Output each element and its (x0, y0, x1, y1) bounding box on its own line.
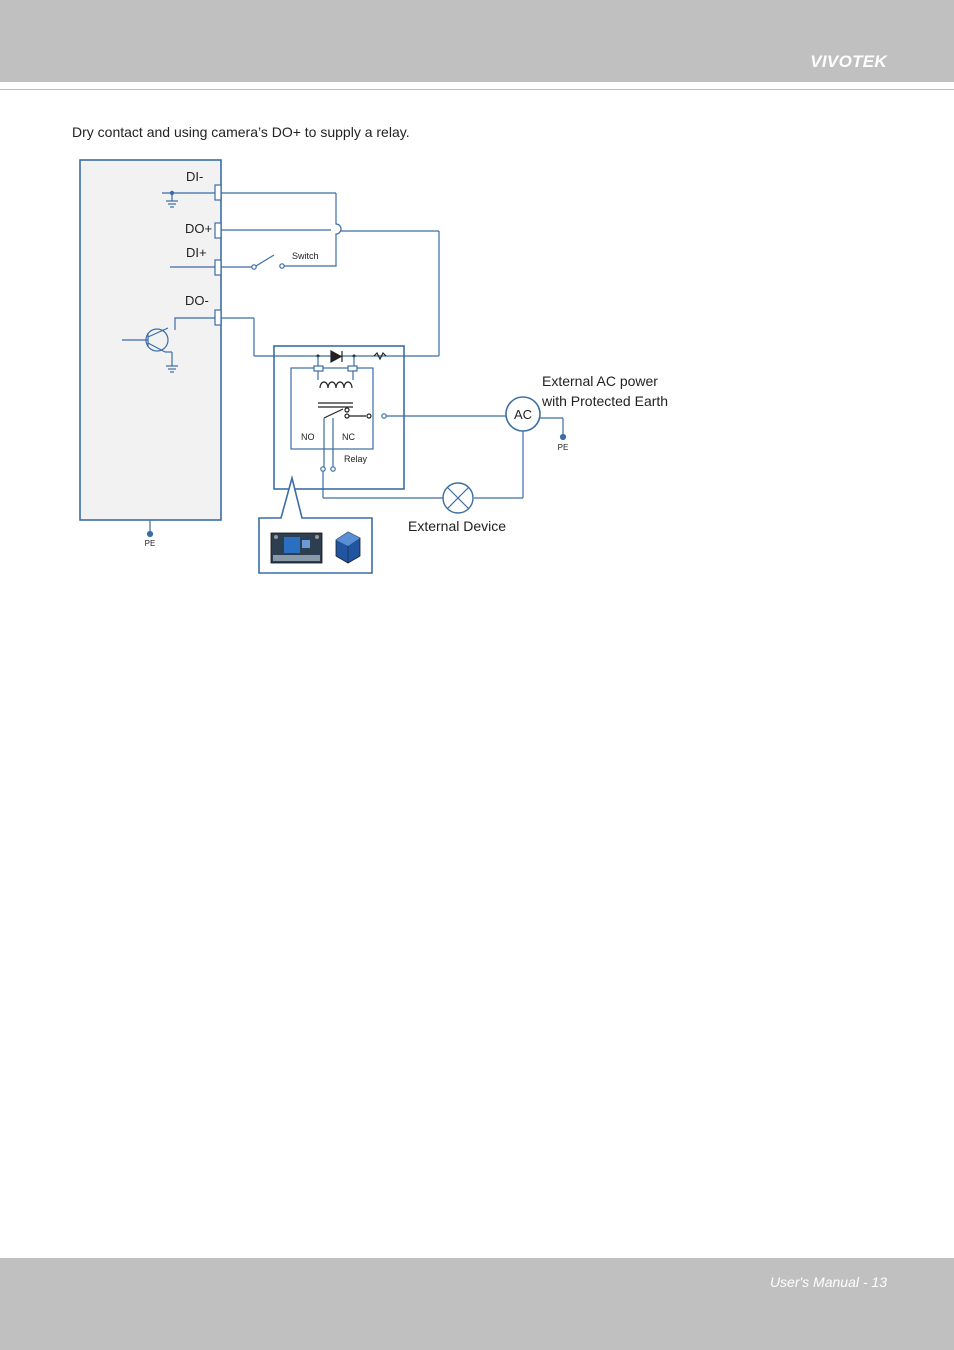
diagram-caption: Dry contact and using camera’s DO+ to su… (72, 124, 410, 140)
lamp-icon (442, 482, 474, 514)
terminal-do-minus (214, 309, 222, 326)
ac-earth-point (559, 433, 567, 441)
ac-description-line2: with Protected Earth (541, 393, 668, 409)
transistor-icon (122, 327, 173, 366)
terminal-do-plus (214, 222, 222, 239)
terminal-di-plus (214, 259, 222, 276)
header-band (0, 0, 954, 82)
ac-earth-label: PE (558, 443, 569, 452)
switch-contact-right (279, 263, 285, 269)
relay-terminal-nc (330, 466, 336, 472)
brand-logo: VIVOTEK (810, 52, 887, 71)
ac-symbol: AC (514, 407, 532, 422)
terminal-di-minus (214, 184, 222, 201)
camera-earth-label: PE (145, 539, 156, 548)
relay-terminal-no (320, 466, 326, 472)
external-device-label: External Device (408, 518, 506, 534)
relay-inner-box (290, 367, 374, 450)
ac-description-line1: External AC power (542, 373, 658, 389)
resistor-icon (373, 351, 387, 361)
relay-label: Relay (344, 454, 368, 464)
ground-icon (166, 365, 178, 373)
switch-contact-left (251, 264, 257, 270)
header-rule (0, 89, 954, 90)
switch-label: Switch (292, 251, 319, 261)
switch-lever (255, 254, 275, 267)
diode-icon (330, 349, 343, 364)
terminal-label-do-minus: DO- (185, 293, 209, 308)
relay-nc-label: NC (342, 432, 355, 442)
relay-photo-icon (270, 531, 361, 564)
terminal-label-di-plus: DI+ (186, 245, 207, 260)
terminal-label-do-plus: DO+ (185, 221, 212, 236)
wiring-diagram: DI- DO+ DI+ DO- Switch NO NC Relay AC Ex… (79, 159, 668, 574)
camera-earth-point (146, 530, 154, 538)
footer-band (0, 1258, 954, 1350)
relay-module (273, 345, 405, 490)
relay-no-label: NO (301, 432, 315, 442)
camera-body (79, 159, 222, 521)
coil-icon (319, 381, 353, 389)
page-number: User's Manual - 13 (769, 1274, 887, 1290)
terminal-label-di-minus: DI- (186, 169, 203, 184)
